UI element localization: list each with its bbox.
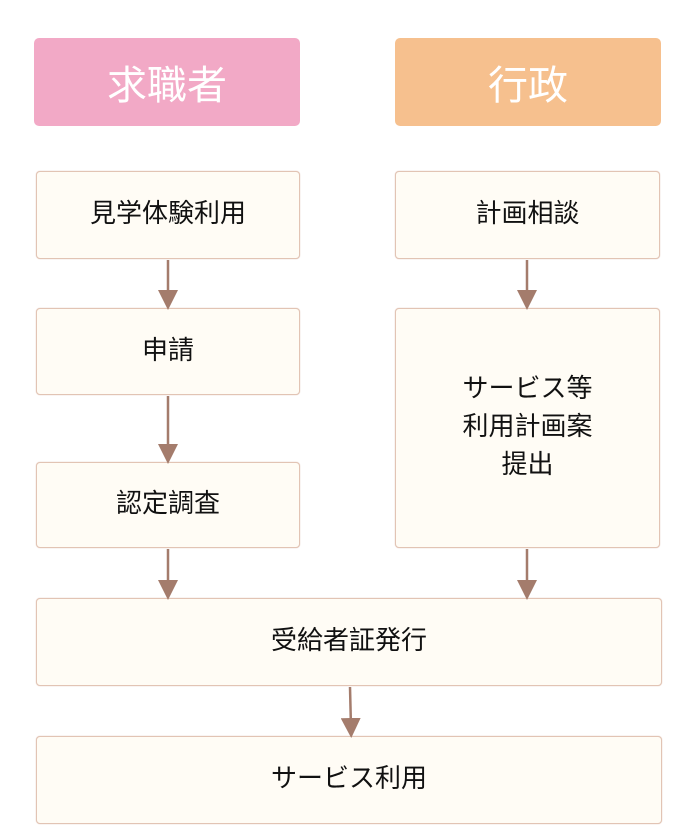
arrow: [340, 686, 361, 738]
plan-line: サービス等: [462, 374, 593, 405]
header-jobseeker: 求職者: [34, 38, 300, 126]
step-use: サービス利用: [36, 736, 662, 824]
step-certificate: 受給者証発行: [36, 598, 662, 686]
step-survey: 認定調査: [36, 462, 300, 548]
step-consult: 計画相談: [395, 171, 660, 259]
step-plan: サービス等 利用計画案 提出: [395, 308, 660, 548]
step-apply: 申請: [36, 308, 300, 395]
plan-line: 利用計画案: [462, 412, 593, 443]
step-visit: 見学体験利用: [36, 171, 300, 259]
header-admin: 行政: [395, 38, 661, 126]
plan-line: 提出: [501, 449, 554, 480]
